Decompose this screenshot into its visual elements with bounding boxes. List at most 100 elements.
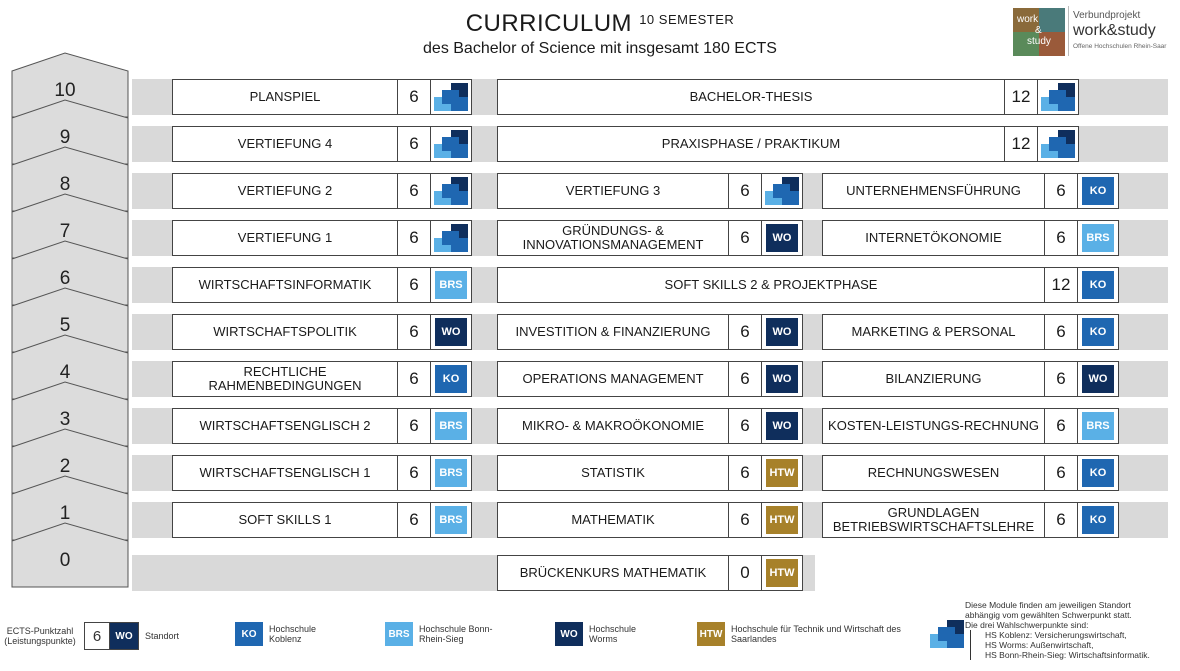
module-name: PRAXISPHASE / PRAKTIKUM [498,127,1005,161]
legend-ects-value: 6 [85,623,110,649]
module-ects: 6 [1045,362,1078,396]
semester-step-6: 6 [10,239,130,309]
module-location: WO [762,221,802,255]
module-name: MATHEMATIK [498,503,729,537]
module-name: VERTIEFUNG 4 [173,127,398,161]
module-ects: 6 [398,409,431,443]
module-ects: 6 [1045,409,1078,443]
legend-htw-label: Hochschule für Technik und Wirtschaft de… [731,624,901,644]
module-ects: 6 [729,362,762,396]
page-subtitle: des Bachelor of Science mit insgesamt 18… [423,40,777,57]
page-title-block: CURRICULUM 10 SEMESTER des Bachelor of S… [420,10,780,58]
module-location: BRS [431,268,471,302]
location-badge-wo: WO [766,318,798,346]
semester-number: 8 [59,174,71,195]
module-location: WO [1078,362,1118,396]
legend-ko: KO Hochschule Koblenz [235,622,329,646]
location-badge-brs: BRS [1082,412,1114,440]
schwerpunkt-icon [434,83,468,111]
location-badge-brs: BRS [435,459,467,487]
location-badge-brs: BRS [1082,224,1114,252]
module-location: KO [1078,456,1118,490]
module-location: HTW [762,456,802,490]
module-name: GRÜNDUNGS- & INNOVATIONSMANAGEMENT [498,221,729,255]
module-ects: 6 [729,174,762,208]
module-name: UNTERNEHMENSFÜHRUNG [823,174,1045,208]
module-ects: 6 [398,127,431,161]
legend: ECTS-Punktzahl (Leistungspunkte) 6 WO St… [0,596,1180,671]
module-ects: 6 [729,221,762,255]
module-location [431,221,471,255]
location-badge-ko: KO [435,365,467,393]
semester-step-0: 0 [10,521,130,591]
schwerpunkt-icon [434,224,468,252]
semester-number: 1 [59,503,71,524]
schwerpunkt-icon [1041,130,1075,158]
module-location: KO [1078,503,1118,537]
module-ects: 6 [729,409,762,443]
legend-brs-label: Hochschule Bonn-Rhein-Sieg [419,624,493,644]
location-badge-wo: WO [435,318,467,346]
schwerpunkt-icon [1041,83,1075,111]
work-and-study-logo: work & study Verbundprojekt work&study O… [1013,6,1173,58]
location-badge-ko: KO [1082,318,1114,346]
location-badge-wo: WO [766,365,798,393]
module-name: RECHNUNGSWESEN [823,456,1045,490]
module-name: WIRTSCHAFTSENGLISCH 2 [173,409,398,443]
semester-number: 3 [59,409,71,430]
location-badge-brs: BRS [435,506,467,534]
module-ects: 6 [398,221,431,255]
page-title: CURRICULUM [465,10,633,37]
semester-number: 6 [59,268,71,289]
module-location: HTW [762,556,802,590]
location-badge-brs: BRS [435,412,467,440]
module-name: BRÜCKENKURS MATHEMATIK [498,556,729,590]
semester-number: 10 [54,80,76,101]
module-location: BRS [1078,221,1118,255]
module-ects: 6 [1045,174,1078,208]
location-badge-htw: HTW [766,559,798,587]
module-location: KO [431,362,471,396]
module-ects: 6 [398,362,431,396]
location-badge-htw: HTW [766,459,798,487]
module-location [1038,80,1078,114]
module-location [431,174,471,208]
module-location [1038,127,1078,161]
location-badge-brs: BRS [435,271,467,299]
logo-line2: work&study [1073,22,1156,39]
legend-standort-label: Standort [145,631,180,641]
module-name: OPERATIONS MANAGEMENT [498,362,729,396]
module-ects: 6 [398,80,431,114]
legend-ko-badge: KO [235,622,263,646]
module-ects: 6 [398,456,431,490]
module-ects: 6 [1045,456,1078,490]
schwerpunkt-icon [765,177,799,205]
module-ects: 0 [729,556,762,590]
module-location [431,127,471,161]
location-badge-wo: WO [766,224,798,252]
module-ects: 12 [1005,80,1038,114]
module-location: HTW [762,503,802,537]
legend-htw: HTW Hochschule für Technik und Wirtschaf… [697,622,921,646]
module-name: WIRTSCHAFTSPOLITIK [173,315,398,349]
module-ects: 6 [729,315,762,349]
module-ects: 6 [1045,221,1078,255]
legend-ko-label: Hochschule Koblenz [269,624,317,644]
module-name: BACHELOR-THESIS [498,80,1005,114]
module-name: SOFT SKILLS 1 [173,503,398,537]
module-name: WIRTSCHAFTSENGLISCH 1 [173,456,398,490]
module-name: VERTIEFUNG 3 [498,174,729,208]
